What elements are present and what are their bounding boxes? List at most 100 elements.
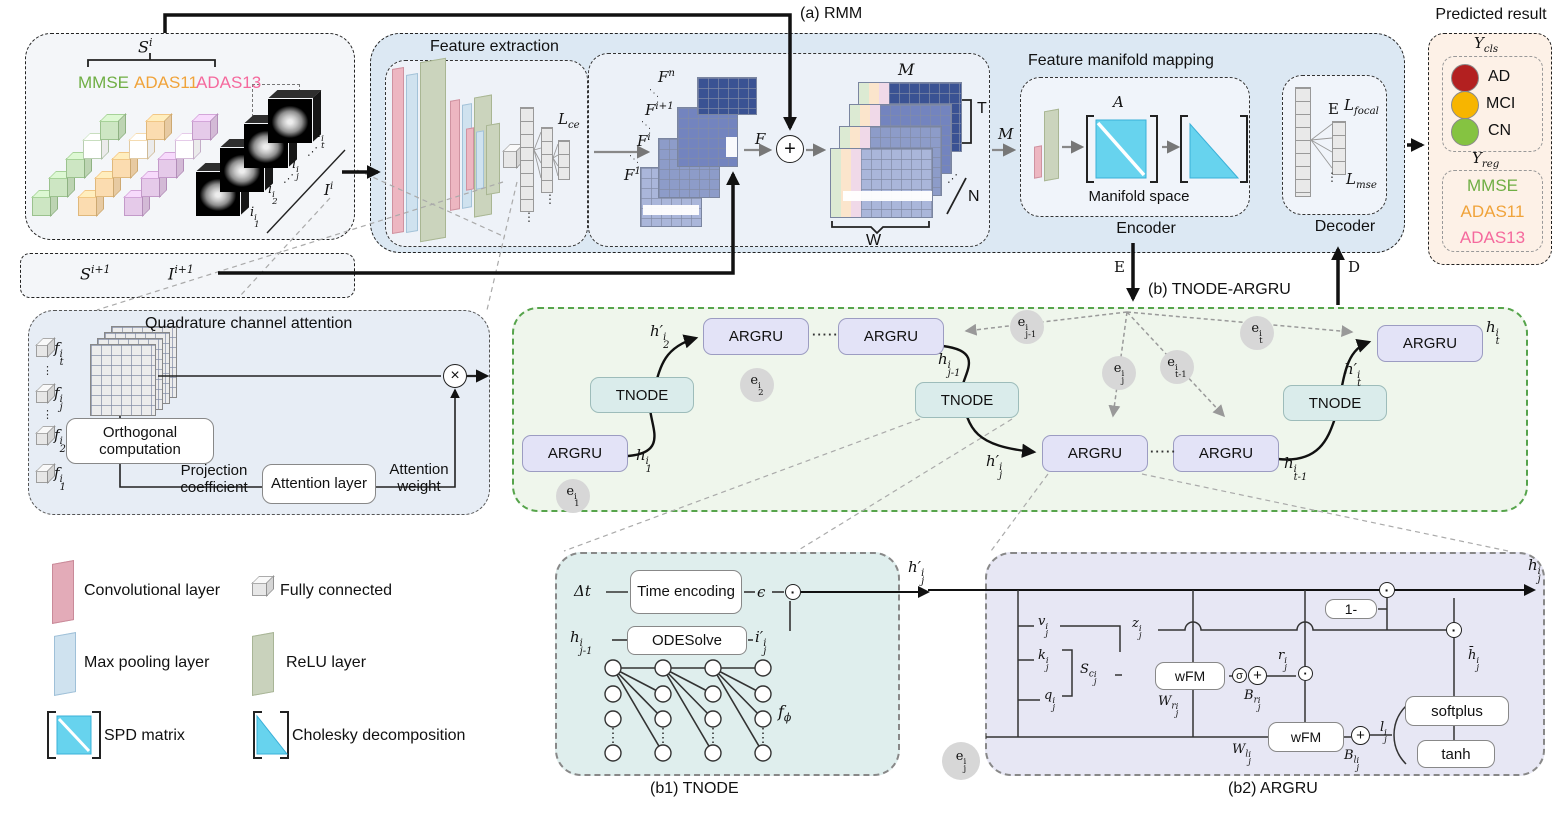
conv-layer-icon [52,560,74,624]
manifold-title: Feature manifold mapping [1028,52,1214,69]
e-bridge-label: E [1114,258,1125,276]
attention-layer-box: Attention layer [262,464,376,504]
fc-column [541,127,553,193]
vdots: ⋮ [42,365,54,377]
fc-cube-icon [503,150,518,168]
delta-t-label: Δt [574,582,591,600]
maxpool-layer-icon [54,632,76,696]
one-minus-box: 1- [1325,599,1377,619]
score-adas13: ADAS13 [196,73,262,92]
wfm-r-box: wFM [1155,662,1225,690]
mri-cube [268,99,312,143]
feature-extraction-title: Feature extraction [430,38,559,55]
encoder-label: Encoder [1116,220,1176,237]
adas13-cube [158,158,178,178]
si-label: Si [138,36,153,57]
white-cells [643,205,699,215]
a-matrix-label: A [1113,93,1124,111]
vdots: ⋮ [42,409,54,421]
legend-fc-label: Fully connected [280,582,393,599]
adas13-cube [192,120,212,140]
b1-caption: (b1) TNODE [650,780,739,797]
conv-layer-icon [450,99,460,211]
argru-box: ARGRU [1173,435,1279,472]
reg-adas13-label: ADAS13 [1459,228,1526,247]
white-cells [726,137,737,157]
score-mmse: MMSE [78,73,129,92]
fc-column [558,140,570,180]
wfm-l-box: wFM [1268,722,1344,752]
qca-feature-stack [90,344,156,416]
yreg-label: Yreg [1472,149,1500,170]
ddots: ⋰ [307,146,319,158]
mmse-cube [49,177,69,197]
vdots: ⋮ [1326,170,1339,184]
conv-layer-icon [392,66,404,235]
relu-layer-icon [252,632,274,696]
mci-class-label: MCI [1486,95,1516,112]
ddots: ⋰ [947,173,959,185]
ddots: ⋰ [648,88,659,99]
lmse-label: Lmse [1346,170,1377,191]
fc-column [1295,87,1311,197]
hadamard-op-icon: · [1379,582,1395,598]
sigma-op-icon: σ [1232,668,1247,683]
f-phi-label: fϕ [778,702,792,725]
volume-label: Ii [324,181,334,199]
score-adas11: ADAS11 [134,73,198,92]
fc-cube-icon [36,344,49,357]
fmap-i1-label: Fi+1 [645,101,674,119]
fc-cube-icon [36,432,49,445]
softplus-box: softplus [1405,696,1509,726]
feature-map-grid-Fn [697,77,757,115]
argru-box: ARGRU [1377,325,1483,362]
hadamard-op-icon: · [1446,622,1462,638]
legend-relu-label: ReLU layer [286,654,367,671]
adas11-cube [112,158,132,178]
b2-caption: (b2) ARGRU [1228,780,1318,797]
mmse-cube [32,196,52,216]
tnode-box: TNODE [1283,385,1387,421]
projection-coefficient-label: Projection coefficient [180,462,248,497]
hadamard-op-icon: · [1298,666,1313,681]
conv-layer-icon [1034,145,1042,179]
multiply-op-icon: × [443,364,467,388]
mci-class-dot [1451,91,1479,119]
legend-pool-label: Max pooling layer [84,654,210,671]
fc-column [520,107,534,212]
ycls-label: Ycls [1474,34,1499,55]
hadamard-op-icon: · [785,584,801,600]
fc-column [1332,121,1346,175]
fc-cube-icon [36,470,49,483]
legend-spd-label: SPD matrix [104,727,185,744]
argru-box: ARGRU [838,318,944,355]
attention-weight-label: Attention weight [389,461,449,496]
tanh-box: tanh [1417,740,1495,768]
maxpool-layer-icon [476,130,484,190]
w-dim-label: W [866,232,882,249]
time-encoding-box: Time encoding [630,570,742,614]
vdots: ⋮ [544,192,557,206]
ad-class-label: AD [1488,68,1511,85]
reg-mmse-label: MMSE [1467,176,1518,195]
f-out-label: F [755,130,766,148]
cholesky-icon [256,714,289,755]
lce-label: Lce [558,110,580,131]
